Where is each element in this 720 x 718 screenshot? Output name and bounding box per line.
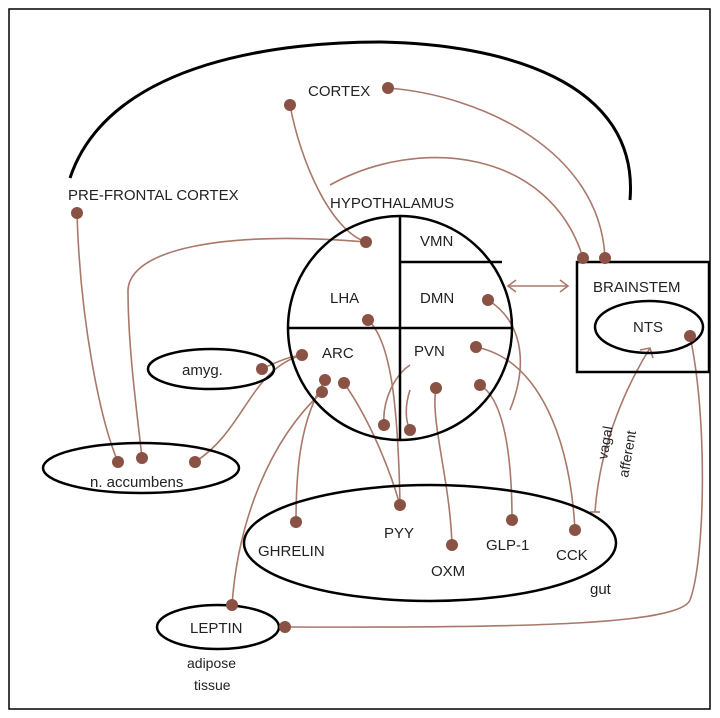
label-glp1: GLP-1 [486,537,529,554]
label-brainstem: BRAINSTEM [593,279,681,296]
label-cortex: CORTEX [308,83,370,100]
dot-prefrontal [71,207,83,219]
dot-arc-bottom-a [378,419,390,431]
arrowhead-right [559,279,570,293]
label-pvn: PVN [414,343,445,360]
accumbens-ellipse [41,441,241,495]
amyg-ellipse [146,347,276,391]
dot-amyg [256,363,268,375]
connector-lines [76,87,704,628]
arrowhead-left [506,279,517,293]
label-dmn: DMN [420,290,454,307]
line-arc-pyy [343,382,401,506]
dot-dmn [482,294,494,306]
dot-arc-b [338,377,350,389]
line-hypothalamus-accumbens [127,237,367,459]
dot-pvn-a [430,382,442,394]
label-ghrelin: GHRELIN [258,543,325,560]
label-gut: gut [590,581,612,598]
dot-hypothalamus-top [360,236,372,248]
line-cortex-hypothalamus [289,104,367,243]
dot-lha [362,314,374,326]
dot-cortex-left [284,99,296,111]
label-afferent: afferent [615,429,639,478]
dot-accumbens-a [112,456,124,468]
dot-nts [684,330,696,342]
line-pvn-oxm [434,387,453,546]
line-pvn-cck [475,346,576,531]
dot-leptin-right [279,621,291,633]
vagal-arrowhead [639,347,654,359]
dot-cck [569,524,581,536]
line-arc-leptin [231,391,323,606]
label-oxm: OXM [431,563,465,580]
line-prefrontal-accumbens [76,212,119,463]
label-vmn: VMN [420,233,453,250]
dot-leptin-top [226,599,238,611]
label-leptin: LEPTIN [190,620,243,637]
label-nts: NTS [633,319,663,336]
dot-glp1 [506,514,518,526]
cortex-brainstem-arc [68,40,632,201]
dot-accumbens-b [136,452,148,464]
dot-arc-bottom-b [404,424,416,436]
dot-brainstem-a [577,252,589,264]
line-pvn-glp1 [479,384,513,521]
label-cck: CCK [556,547,588,564]
line-nts-leptin [284,335,704,628]
brainstem-box [575,260,711,374]
label-amyg: amyg. [182,362,223,379]
label-pyy: PYY [384,525,414,542]
label-prefrontal: PRE-FRONTAL CORTEX [68,187,239,204]
dot-cortex-right [382,82,394,94]
label-vagal: vagal [594,425,616,461]
label-lha: LHA [330,290,359,307]
dot-pvn [470,341,482,353]
line-pvn-hook [405,389,411,431]
dot-pyy [394,499,406,511]
label-hypothalamus: HYPOTHALAMUS [330,195,454,212]
line-hypothalamus-brainstem [329,156,584,259]
dot-arc-a [319,374,331,386]
line-cortex-brainstem [387,87,606,259]
text-labels: CORTEX PRE-FRONTAL CORTEX HYPOTHALAMUS V… [68,83,681,693]
line-vagal-afferent [594,347,651,513]
gut-ellipse [242,483,618,603]
label-adipose: adipose [187,655,236,671]
label-tissue: tissue [194,677,231,693]
dot-oxm [446,539,458,551]
dot-arc-left [296,349,308,361]
node-dots [71,82,696,633]
dot-accumbens-c [189,456,201,468]
dot-pvn-b [474,379,486,391]
dot-brainstem-b [599,252,611,264]
line-dmn-internal [487,299,522,411]
label-accumbens: n. accumbens [90,474,183,491]
nts-ellipse [593,299,705,355]
label-arc: ARC [322,345,354,362]
dot-arc-c [316,386,328,398]
dot-ghrelin [290,516,302,528]
line-arc-pvn [383,364,411,426]
